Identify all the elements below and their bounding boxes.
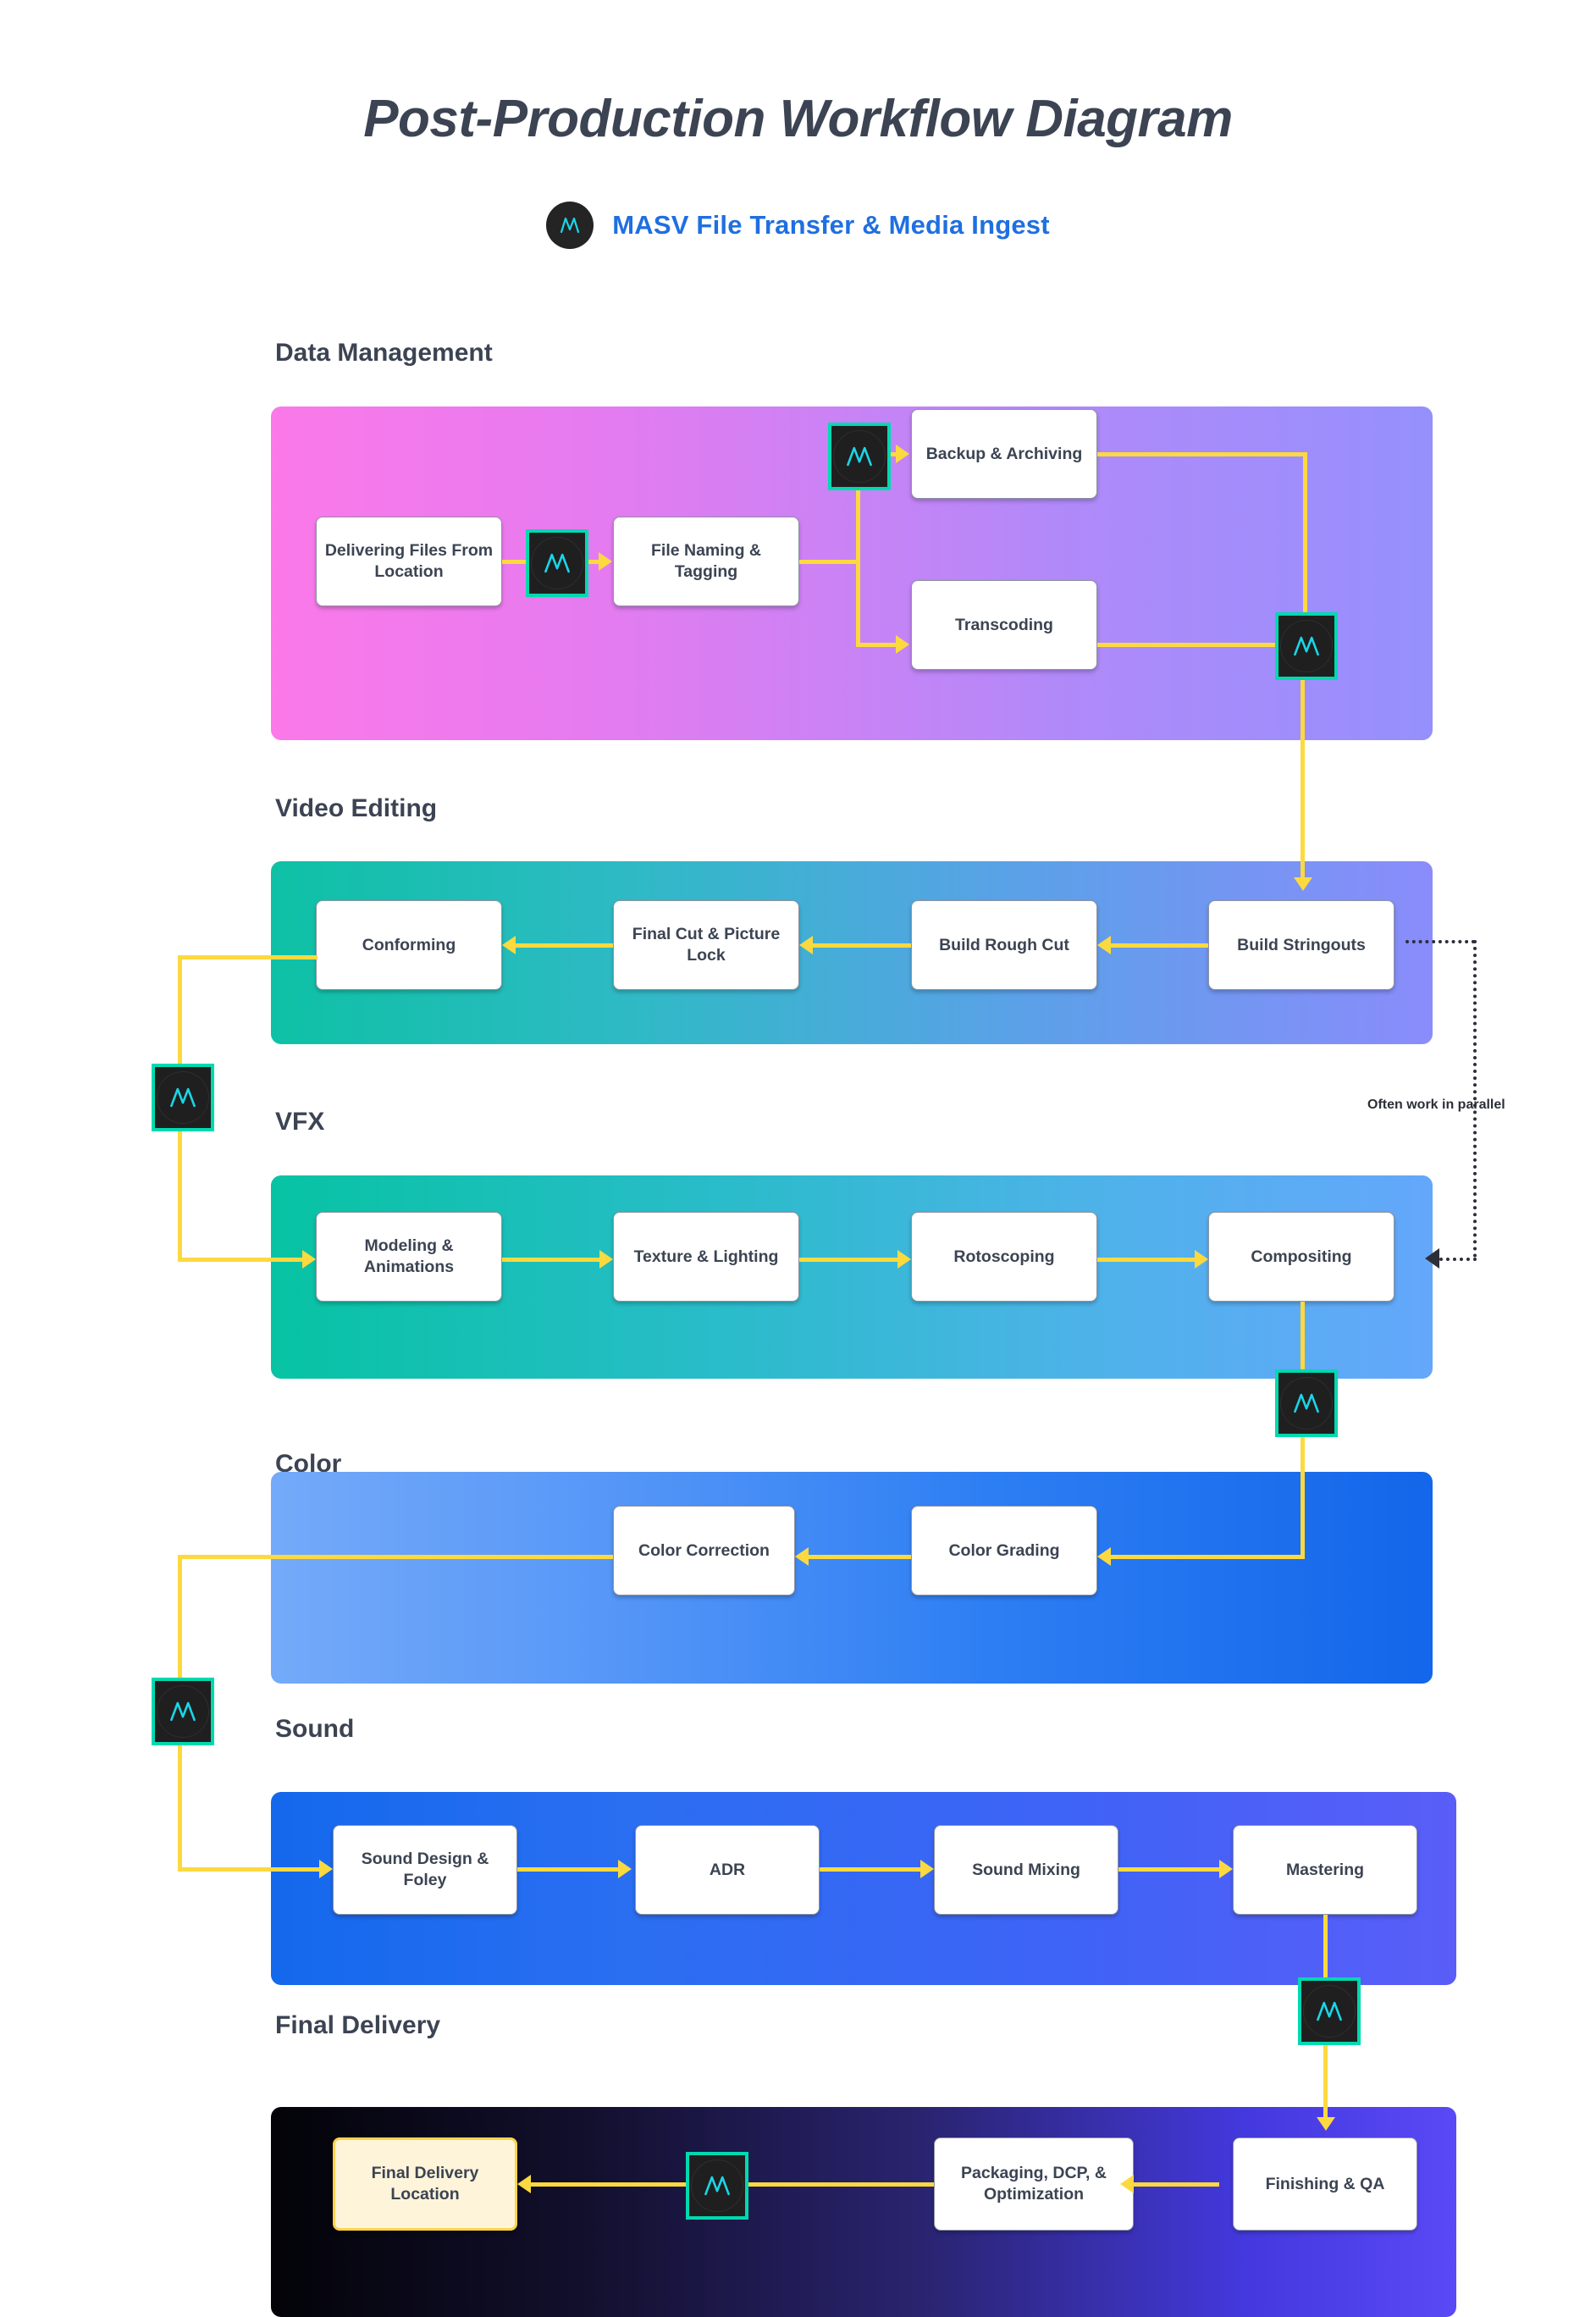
node-color-correction[interactable]: Color Correction (613, 1506, 795, 1595)
connector-dm-backup-out (1097, 452, 1307, 456)
masv-badge-ingest-7[interactable] (1298, 1977, 1361, 2045)
node-finishing-qa[interactable]: Finishing & QA (1233, 2137, 1417, 2231)
connector-color-out-v (178, 1555, 182, 1682)
masv-badge-ingest-8[interactable] (686, 2152, 748, 2220)
section-title-vfx: VFX (275, 1108, 325, 1136)
connector-ve-out-h (178, 955, 318, 959)
node-file-naming[interactable]: File Naming & Tagging (613, 517, 799, 606)
arrow-dm-1 (599, 552, 612, 571)
node-adr[interactable]: ADR (635, 1825, 820, 1915)
arrow-into-sound-design (319, 1860, 333, 1878)
arrow-vfx-3 (1195, 1250, 1208, 1269)
masv-badge-ingest-1[interactable] (526, 529, 588, 597)
connector-dm-1a (502, 560, 529, 564)
node-transcoding[interactable]: Transcoding (911, 580, 1097, 670)
masv-badge-ingest-6[interactable] (152, 1678, 214, 1745)
connector-final-1 (1134, 2182, 1219, 2187)
connector-ve-2 (813, 943, 911, 948)
connector-vfx-1 (502, 1258, 599, 1262)
arrow-ve-2 (799, 936, 813, 954)
connector-sound-2 (820, 1867, 920, 1872)
connector-color-in-v (1301, 1430, 1305, 1558)
node-compositing[interactable]: Compositing (1208, 1212, 1394, 1302)
connector-vfx-2 (799, 1258, 897, 1262)
subtitle-text: MASV File Transfer & Media Ingest (612, 210, 1050, 240)
arrow-sound-1 (618, 1860, 632, 1878)
masv-logo-icon (546, 202, 594, 249)
arrow-final-3 (517, 2175, 531, 2193)
connector-sound-in-h (178, 1867, 319, 1872)
masv-badge-ingest-2[interactable] (828, 423, 891, 490)
connector-dm-rail-v (1303, 452, 1307, 613)
band-color (271, 1472, 1433, 1684)
arrow-vfx-2 (897, 1250, 911, 1269)
connector-dm-to-transcoding (856, 643, 896, 647)
arrow-ve-1 (1097, 936, 1111, 954)
node-sound-mixing[interactable]: Sound Mixing (934, 1825, 1118, 1915)
connector-dm-to-ve (1301, 673, 1305, 879)
node-build-rough-cut[interactable]: Build Rough Cut (911, 900, 1097, 990)
connector-ve-1 (1111, 943, 1208, 948)
arrow-into-color-grading (1097, 1547, 1111, 1566)
masv-badge-ingest-4[interactable] (152, 1064, 214, 1131)
subtitle-row: MASV File Transfer & Media Ingest (0, 202, 1596, 249)
page-title: Post-Production Workflow Diagram (363, 90, 1233, 148)
connector-color-in-h (1111, 1555, 1305, 1559)
section-title-final-delivery: Final Delivery (275, 2011, 441, 2039)
node-conforming[interactable]: Conforming (316, 900, 502, 990)
connector-dm-1b (582, 560, 599, 564)
arrow-final-1 (1120, 2175, 1134, 2193)
arrow-color-1 (795, 1547, 809, 1566)
arrow-sound-2 (920, 1860, 934, 1878)
dotted-parallel-bottom (1439, 1258, 1477, 1261)
arrow-dm-transcoding (896, 635, 909, 654)
connector-sound-in-v (178, 1739, 182, 1870)
dotted-parallel-top (1405, 940, 1475, 943)
connector-vfx-3 (1097, 1258, 1195, 1262)
node-packaging-dcp-optimization[interactable]: Packaging, DCP, & Optimization (934, 2137, 1134, 2231)
node-color-grading[interactable]: Color Grading (911, 1506, 1097, 1595)
connector-vfx-in-v (178, 1125, 182, 1261)
node-sound-design-foley[interactable]: Sound Design & Foley (333, 1825, 517, 1915)
connector-final-2 (739, 2182, 934, 2187)
connector-vfx-out-v (1301, 1302, 1305, 1387)
connector-sound-3 (1118, 1867, 1219, 1872)
node-backup-archiving[interactable]: Backup & Archiving (911, 409, 1097, 499)
dotted-parallel-vertical (1473, 940, 1477, 1258)
connector-vfx-in-h (178, 1258, 302, 1262)
arrow-into-finishing-qa (1317, 2117, 1335, 2131)
connector-dm-transcoding-out (1097, 643, 1279, 647)
node-texture-lighting[interactable]: Texture & Lighting (613, 1212, 799, 1302)
node-rotoscoping[interactable]: Rotoscoping (911, 1212, 1097, 1302)
connector-final-3 (531, 2182, 688, 2187)
node-final-delivery-location[interactable]: Final Delivery Location (333, 2137, 517, 2231)
connector-final-in-v (1323, 2038, 1328, 2119)
section-title-sound: Sound (275, 1715, 355, 1743)
node-build-stringouts[interactable]: Build Stringouts (1208, 900, 1394, 990)
parallel-note-label: Often work in parallel (1367, 1098, 1505, 1112)
arrow-parallel-into-compositing (1425, 1248, 1439, 1269)
connector-color-1 (809, 1555, 911, 1559)
section-title-video-editing: Video Editing (275, 794, 438, 822)
masv-badge-ingest-5[interactable] (1275, 1369, 1338, 1437)
masv-badge-ingest-3[interactable] (1275, 612, 1338, 680)
connector-dm-split-h (799, 560, 859, 564)
node-delivering-files[interactable]: Delivering Files From Location (316, 517, 502, 606)
connector-ve-out-v (178, 955, 182, 1067)
node-mastering[interactable]: Mastering (1233, 1825, 1417, 1915)
connector-ve-3 (516, 943, 613, 948)
connector-sound-out-v (1323, 1915, 1328, 1994)
connector-sound-1 (517, 1867, 618, 1872)
connector-color-out-h (178, 1555, 613, 1559)
arrow-sound-3 (1219, 1860, 1233, 1878)
arrow-into-modeling (302, 1250, 316, 1269)
connector-dm-split-v (856, 454, 860, 647)
arrow-vfx-1 (599, 1250, 613, 1269)
node-final-cut-picture-lock[interactable]: Final Cut & Picture Lock (613, 900, 799, 990)
arrow-dm-backup (896, 445, 909, 463)
section-title-data-management: Data Management (275, 339, 493, 367)
arrow-to-build-stringouts (1294, 877, 1312, 891)
arrow-ve-3 (502, 936, 516, 954)
node-modeling-animations[interactable]: Modeling & Animations (316, 1212, 502, 1302)
